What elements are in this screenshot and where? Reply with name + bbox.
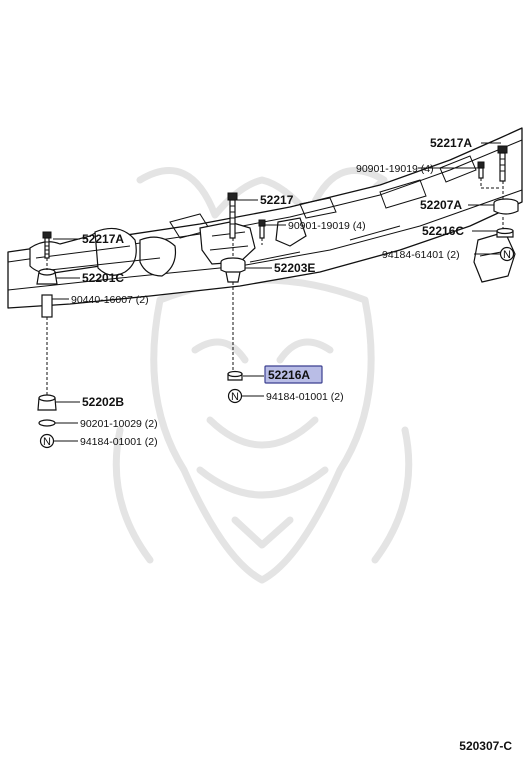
cushion-52201c <box>36 268 58 285</box>
part-label-52207a[interactable]: 52207A <box>420 198 462 212</box>
part-label-52217a-left[interactable]: 52217A <box>82 232 124 246</box>
part-label-90901-right[interactable]: 90901-19019 (4) <box>356 163 434 175</box>
cushion-52203e <box>220 257 246 283</box>
washer-52216c <box>496 227 514 238</box>
nut-symbol: N <box>43 436 51 448</box>
diagram-code: 520307-C <box>459 739 512 753</box>
part-label-52203e[interactable]: 52203E <box>274 261 315 275</box>
nut-symbol: N <box>231 391 239 403</box>
part-label-52201c[interactable]: 52201C <box>82 271 124 285</box>
collar-90440 <box>41 294 53 318</box>
washer-52216a <box>227 370 243 381</box>
cushion-52207a <box>493 198 519 215</box>
bolt-90901-center <box>258 219 266 239</box>
part-label-90440[interactable]: 90440-16007 (2) <box>71 294 149 306</box>
leader-lines <box>52 142 501 442</box>
nut-icon-right: N <box>499 246 515 262</box>
part-label-52217[interactable]: 52217 <box>260 193 294 207</box>
nut-symbol: N <box>503 249 511 261</box>
highlight-box-52216a <box>264 365 323 384</box>
nut-icon-center: N <box>227 388 243 404</box>
axis-right-small <box>480 178 500 189</box>
part-label-94184-01001-center[interactable]: 94184-01001 (2) <box>266 391 344 403</box>
part-label-94184-01001-left[interactable]: 94184-01001 (2) <box>80 436 158 448</box>
part-label-90201[interactable]: 90201-10029 (2) <box>80 418 158 430</box>
part-label-52216a[interactable]: 52216A <box>268 368 310 382</box>
nut-icon-left: N <box>39 433 55 449</box>
part-label-52216c[interactable]: 52216C <box>422 224 464 238</box>
washer-90201 <box>38 419 56 427</box>
cushion-52202b <box>37 394 57 411</box>
part-label-90901-center[interactable]: 90901-19019 (4) <box>288 220 366 232</box>
part-label-52202b[interactable]: 52202B <box>82 395 124 409</box>
frame-rail <box>7 127 523 309</box>
part-label-52217a-right[interactable]: 52217A <box>430 136 472 150</box>
part-label-94184-61401[interactable]: 94184-61401 (2) <box>382 249 460 261</box>
bolt-90901-right <box>477 161 485 179</box>
